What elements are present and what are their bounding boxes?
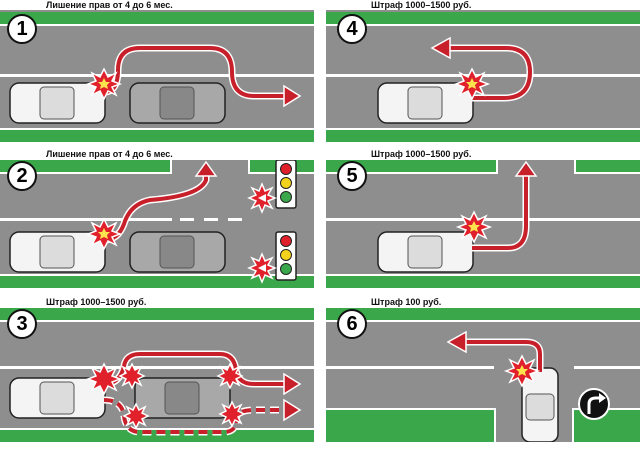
- collision-burst-icon: [122, 402, 150, 430]
- car-icon: [129, 231, 226, 273]
- panel-4-scene: [326, 10, 640, 142]
- panel-1-caption: Лишение прав от 4 до 6 мес.: [46, 0, 173, 10]
- traffic-light-icon: [275, 231, 297, 281]
- panel-1-number: 1: [7, 14, 37, 44]
- panel-3-number: 3: [7, 309, 37, 339]
- collision-burst-icon: [216, 362, 244, 390]
- panel-5-number: 5: [337, 161, 367, 191]
- panel-4-number: 4: [337, 14, 367, 44]
- collision-burst-icon: [118, 362, 146, 390]
- panel-3-caption: Штраф 1000–1500 руб.: [46, 297, 147, 307]
- panel-4-caption: Штраф 1000–1500 руб.: [371, 0, 472, 10]
- car-icon: [9, 82, 106, 124]
- collision-burst-icon: [85, 362, 123, 396]
- panel-2-scene: [0, 160, 314, 288]
- right-turn-sign-icon: [578, 388, 610, 420]
- panel-2-number: 2: [7, 161, 37, 191]
- car-icon: [377, 82, 474, 124]
- panel-1-scene: [0, 10, 314, 142]
- car-icon: [129, 82, 226, 124]
- traffic-light-icon: [275, 160, 297, 209]
- car-icon: [9, 377, 106, 419]
- car-icon: [9, 231, 106, 273]
- car-icon: [377, 231, 474, 273]
- collision-burst-icon: [218, 400, 246, 428]
- car-icon: [134, 377, 231, 419]
- panel-5-scene: [326, 160, 640, 288]
- panel-6-number: 6: [337, 309, 367, 339]
- panel-6-caption: Штраф 100 руб.: [371, 297, 442, 307]
- panel-5-caption: Штраф 1000–1500 руб.: [371, 149, 472, 159]
- panel-3-scene: [0, 308, 314, 442]
- panel-6-scene: [326, 308, 640, 442]
- panel-2-caption: Лишение прав от 4 до 6 мес.: [46, 149, 173, 159]
